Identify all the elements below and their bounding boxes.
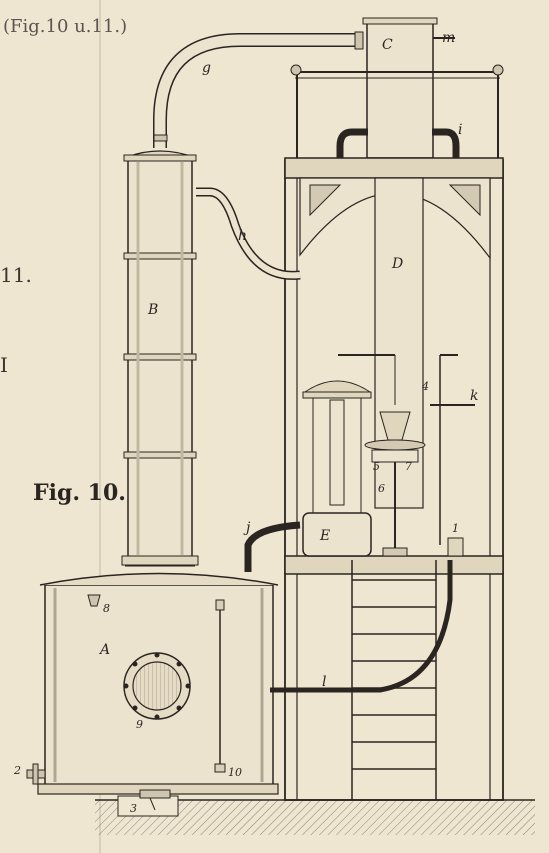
label-2: 2 (13, 764, 21, 777)
label-a: A (98, 642, 110, 658)
label-b: B (147, 302, 158, 318)
pipe-j (244, 521, 301, 572)
gauge-tube (214, 599, 226, 773)
label-i: i (458, 122, 462, 138)
pipe-g-flange (153, 134, 168, 142)
label-1: 1 (452, 522, 459, 535)
vessel-c (362, 17, 455, 159)
bottom-valve (139, 789, 171, 811)
pipe-i-right (432, 128, 460, 158)
drain-tap (26, 763, 46, 785)
figure-caption: Fig. 10. (33, 480, 126, 506)
label-g: g (202, 60, 211, 76)
label-5: 5 (373, 460, 380, 473)
label-7: 7 (405, 460, 412, 473)
label-8: 8 (103, 602, 110, 615)
pipe-g-inner (154, 34, 362, 148)
top-frame (290, 64, 504, 158)
label-j: j (243, 520, 251, 536)
label-c: C (382, 37, 393, 53)
pipe-g-joint (354, 31, 364, 50)
label-k: k (470, 388, 478, 404)
column-b (121, 150, 199, 566)
pipe-k (430, 354, 475, 557)
pipe-i-left (336, 128, 368, 158)
pipe-h-inner (196, 189, 301, 279)
label-10: 10 (228, 766, 242, 779)
label-6: 6 (378, 482, 385, 495)
manhole-cover (123, 652, 191, 720)
safety-valve (87, 594, 101, 607)
label-l: l (322, 674, 326, 690)
label-d: D (391, 256, 403, 272)
vessel-e (302, 380, 372, 557)
center-apparatus (338, 354, 426, 557)
label-3: 3 (130, 802, 137, 815)
margin-mark-top: 11. (0, 263, 32, 287)
label-m: m (442, 30, 455, 46)
margin-mark-mid: I (0, 353, 8, 377)
label-9: 9 (136, 718, 143, 731)
label-4: 4 (421, 380, 429, 393)
label-h: h (238, 228, 247, 244)
ground (95, 795, 535, 835)
ladder (351, 560, 437, 800)
label-e: E (319, 528, 330, 544)
figure-reference: (Fig.10 u.11.) (3, 16, 127, 37)
